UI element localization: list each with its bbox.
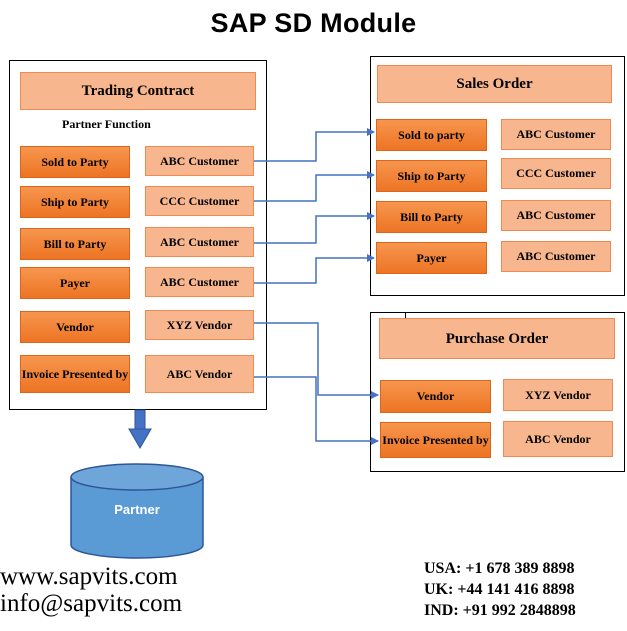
so-value-sold-to-party: ABC Customer [501, 119, 611, 150]
tc-label-ship-to-party: Ship to Party [20, 186, 130, 218]
tc-value-sold-to-party: ABC Customer [145, 146, 254, 176]
tc-value-payer: ABC Customer [145, 267, 254, 297]
tc-value-invoice-presented-by: ABC Vendor [145, 355, 254, 393]
tc-label-vendor: Vendor [20, 311, 130, 343]
sales-order-header: Sales Order [377, 65, 612, 103]
tc-label-payer: Payer [20, 267, 130, 299]
connector-sold-to-party [254, 128, 375, 162]
phone-ind: IND: +91 992 2848898 [424, 602, 576, 619]
trading-contract-header: Trading Contract [20, 72, 256, 110]
so-value-ship-to-party: CCC Customer [501, 158, 611, 189]
page-title: SAP SD Module [210, 8, 417, 38]
so-label-payer: Payer [376, 242, 487, 274]
connector-invoice-presented-by [254, 376, 379, 445]
partner-function-label: Partner Function [62, 117, 151, 131]
website-text: www.sapvits.com [0, 563, 178, 590]
tc-value-vendor: XYZ Vendor [145, 310, 254, 340]
email-text: info@sapvits.com [0, 590, 183, 617]
connector-payer [254, 254, 375, 284]
purchase-order-header: Purchase Order [379, 318, 615, 359]
partner-database-icon [70, 463, 204, 559]
so-value-bill-to-party: ABC Customer [501, 200, 611, 231]
so-label-bill-to-party: Bill to Party [376, 201, 487, 233]
so-value-payer: ABC Customer [501, 241, 611, 272]
po-value-vendor: XYZ Vendor [503, 379, 613, 411]
tc-label-bill-to-party: Bill to Party [20, 228, 130, 260]
connector-bill-to-party [254, 212, 375, 244]
so-label-sold-to-party: Sold to party [376, 119, 487, 151]
tc-value-bill-to-party: ABC Customer [145, 227, 254, 257]
tc-label-sold-to-party: Sold to Party [20, 146, 130, 178]
so-label-ship-to-party: Ship to Party [376, 160, 487, 192]
po-label-invoice-presented-by: Invoice Presented by [380, 422, 491, 458]
phone-uk: UK: +44 141 416 8898 [424, 581, 575, 598]
po-label-vendor: Vendor [380, 380, 491, 413]
po-value-invoice-presented-by: ABC Vendor [503, 421, 613, 457]
partner-database-label: Partner [114, 502, 160, 517]
connector-ship-to-party [254, 171, 375, 202]
tc-value-ship-to-party: CCC Customer [145, 186, 254, 216]
tc-label-invoice-presented-by: Invoice Presented by [20, 355, 130, 393]
connector-vendor [254, 322, 379, 399]
down-arrow-icon [128, 409, 152, 449]
phone-usa: USA: +1 678 389 8898 [424, 560, 575, 577]
